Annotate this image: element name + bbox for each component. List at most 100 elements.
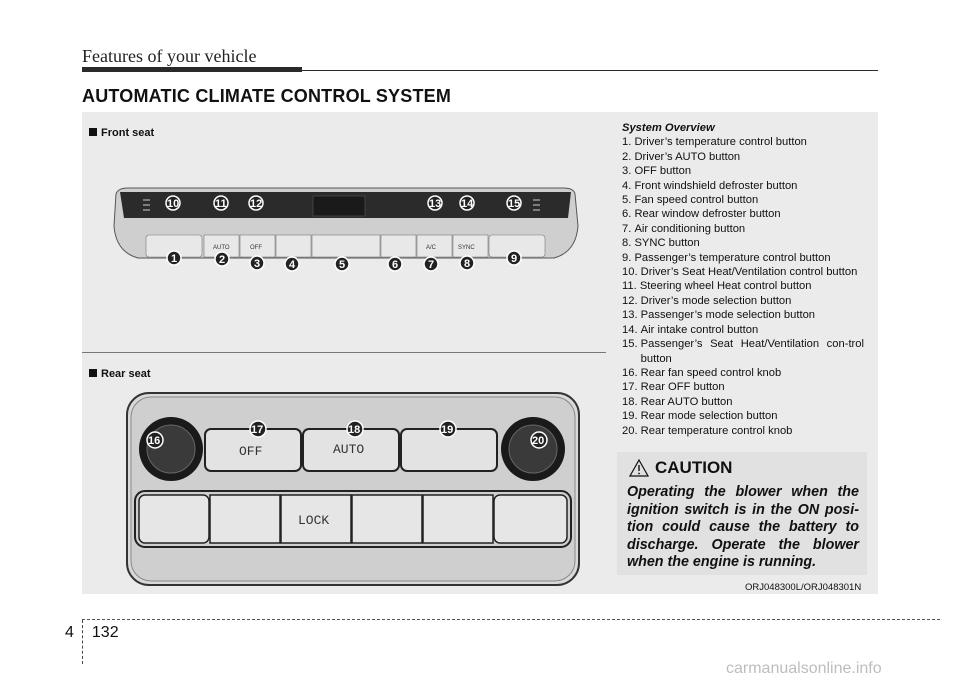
- overview-item-number: 18.: [622, 395, 641, 408]
- overview-item-text: Rear OFF button: [640, 381, 725, 394]
- svg-text:14: 14: [461, 198, 474, 210]
- overview-item-text: Rear mode selection button: [640, 410, 778, 423]
- overview-title: System Overview: [622, 122, 715, 134]
- overview-item-number: 2.: [622, 150, 635, 163]
- overview-item-number: 3.: [622, 165, 635, 178]
- front-auto-label: AUTO: [213, 245, 230, 251]
- callout-11: 11: [213, 195, 229, 211]
- overview-item: 20. Rear temperature control knob: [622, 424, 864, 438]
- overview-item: 7. Air conditioning button: [622, 222, 864, 236]
- svg-text:16: 16: [148, 435, 160, 447]
- header-title: Features of your vehicle: [82, 46, 257, 66]
- overview-item-number: 19.: [622, 410, 641, 423]
- overview-item-text: Passenger’s temperature control button: [634, 251, 831, 264]
- overview-item: 5. Fan speed control button: [622, 193, 864, 207]
- watermark: carmanualsonline.info: [726, 660, 882, 677]
- overview-item: 6. Rear window defroster button: [622, 207, 864, 221]
- svg-text:17: 17: [251, 424, 263, 436]
- page-number-value: 132: [91, 624, 119, 641]
- svg-text:2: 2: [219, 254, 225, 266]
- overview-item-text: Steering wheel Heat control button: [639, 280, 812, 293]
- overview-item-number: 20.: [622, 424, 641, 437]
- overview-item-number: 4.: [622, 179, 635, 192]
- callout-7: 7: [423, 256, 439, 272]
- overview-item: 13. Passenger’s mode selection button: [622, 308, 864, 322]
- callout-1: 1: [166, 250, 182, 266]
- svg-text:13: 13: [429, 198, 441, 210]
- overview-item: 14. Air intake control button: [622, 323, 864, 337]
- overview-item-number: 14.: [622, 323, 641, 336]
- bullet-square-icon: [89, 369, 97, 377]
- overview-item: 4. Front windshield defroster button: [622, 179, 864, 193]
- callout-3: 3: [249, 255, 265, 271]
- page-number: 4 132: [65, 624, 127, 642]
- caution-box: CAUTION Operating the blower when the ig…: [617, 452, 867, 575]
- overview-item: 15. Passenger’s Seat Heat/Ventilation co…: [622, 337, 864, 366]
- overview-item-text: Air conditioning button: [634, 222, 746, 235]
- overview-item-text: Driver’s AUTO button: [634, 150, 741, 163]
- svg-text:11: 11: [215, 198, 227, 210]
- overview-item-text: Front windshield defroster button: [634, 179, 798, 192]
- overview-item: 18. Rear AUTO button: [622, 395, 864, 409]
- callout-20: 20: [530, 431, 548, 449]
- svg-text:4: 4: [289, 259, 296, 271]
- front-control-panel-illustration: AUTO OFF A/C SYNC 10 11 12 13 14 15 1 2 …: [113, 187, 579, 272]
- overview-item-text: Driver’s temperature control button: [634, 136, 807, 149]
- overview-item: 8. SYNC button: [622, 236, 864, 250]
- callout-10: 10: [165, 195, 181, 211]
- figure-divider: [82, 352, 606, 353]
- front-seat-label: Front seat: [89, 127, 154, 139]
- header-bar: [82, 67, 302, 72]
- overview-item-number: 17.: [622, 381, 641, 394]
- overview-item: 16. Rear fan speed control knob: [622, 366, 864, 380]
- overview-item-text: Rear window defroster button: [634, 208, 781, 221]
- overview-item: 2. Driver’s AUTO button: [622, 150, 864, 164]
- overview-item: 11. Steering wheel Heat control button: [622, 279, 864, 293]
- callout-6: 6: [387, 256, 403, 272]
- figure-code: ORJ048300L/ORJ048301N: [745, 582, 862, 593]
- overview-item-text: Rear fan speed control knob: [640, 366, 782, 379]
- svg-text:12: 12: [250, 198, 262, 210]
- overview-item: 3. OFF button: [622, 164, 864, 178]
- svg-text:1: 1: [171, 253, 177, 265]
- svg-text:15: 15: [508, 198, 520, 210]
- overview-item-text: Rear AUTO button: [640, 395, 733, 408]
- system-overview: System Overview 1. Driver’s temperature …: [622, 121, 864, 438]
- rear-off-label: OFF: [239, 444, 262, 459]
- callout-18: 18: [346, 420, 364, 438]
- callout-2: 2: [214, 251, 230, 267]
- callout-15: 15: [506, 195, 522, 211]
- rear-lock-label: LOCK: [298, 513, 329, 528]
- overview-item: 1. Driver’s temperature control button: [622, 135, 864, 149]
- overview-item-number: 9.: [622, 251, 635, 264]
- caution-header: CAUTION: [629, 458, 732, 478]
- svg-text:8: 8: [464, 258, 470, 270]
- overview-item: 19. Rear mode selection button: [622, 409, 864, 423]
- callout-9: 9: [506, 250, 522, 266]
- overview-item-number: 8.: [622, 237, 635, 250]
- caution-text: Operating the blower when the ignition s…: [627, 484, 859, 570]
- overview-item-number: 16.: [622, 366, 641, 379]
- svg-text:9: 9: [511, 253, 517, 265]
- overview-item-text: OFF button: [634, 165, 692, 178]
- callout-14: 14: [459, 195, 475, 211]
- svg-text:6: 6: [392, 259, 398, 271]
- front-ac-label: A/C: [426, 245, 437, 251]
- callout-4: 4: [284, 256, 300, 272]
- overview-item-text: Passenger’s Seat Heat/Ventilation con-tr…: [640, 338, 864, 365]
- callout-5: 5: [334, 256, 350, 272]
- chapter-number: 4: [65, 624, 74, 641]
- overview-item-text: Passenger’s mode selection button: [640, 309, 816, 322]
- overview-item-text: Air intake control button: [640, 323, 759, 336]
- overview-item-text: Driver’s mode selection button: [640, 294, 792, 307]
- overview-item: 10. Driver’s Seat Heat/Ventilation contr…: [622, 265, 864, 279]
- overview-item-number: 10.: [622, 266, 641, 279]
- callout-8: 8: [459, 255, 475, 271]
- overview-item-number: 6.: [622, 208, 635, 221]
- bullet-square-icon: [89, 128, 97, 136]
- overview-item-text: Rear temperature control knob: [640, 424, 793, 437]
- svg-text:20: 20: [532, 435, 544, 447]
- overview-item-number: 1.: [622, 136, 635, 149]
- overview-item-number: 11.: [622, 280, 640, 293]
- warning-triangle-icon: [629, 459, 649, 477]
